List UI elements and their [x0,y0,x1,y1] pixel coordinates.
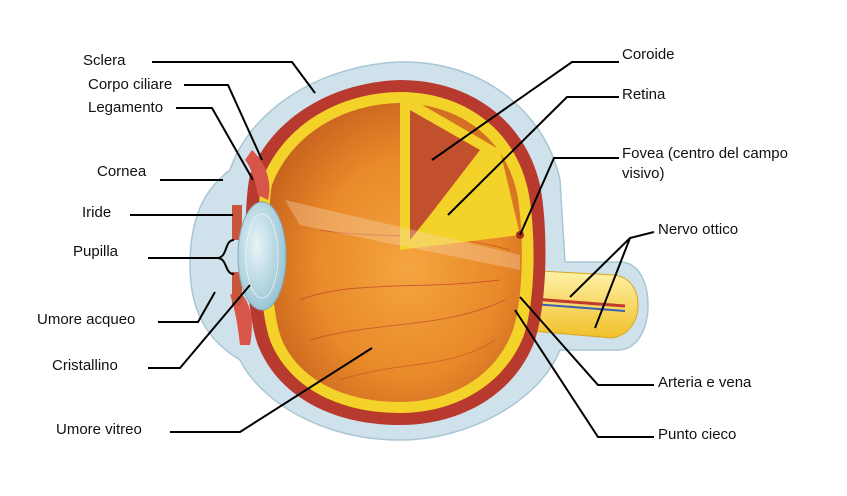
label-sclera: Sclera [83,52,126,69]
label-fovea-line1: Fovea (centro del campo [622,145,788,162]
label-iris: Iride [82,204,112,221]
cutaway-wedge [285,92,520,270]
label-retina: Retina [622,86,666,103]
label-cornea: Cornea [97,163,147,180]
lens-shape [237,201,287,311]
label-blind-spot: Punto cieco [658,426,737,443]
label-lens: Cristallino [52,357,118,374]
label-aqueous-humor: Umore acqueo [37,311,136,328]
label-optic-nerve: Nervo ottico [658,221,739,238]
label-ciliary-body: Corpo ciliare [88,76,173,93]
label-choroid: Coroide [622,46,675,63]
label-vitreous-humor: Umore vitreo [56,421,142,438]
label-ligament: Legamento [88,99,164,116]
leader-lines [130,61,655,438]
label-artery-vein: Arteria e vena [658,374,752,391]
label-pupil: Pupilla [73,243,119,260]
label-fovea-line2: visivo) [622,165,665,182]
